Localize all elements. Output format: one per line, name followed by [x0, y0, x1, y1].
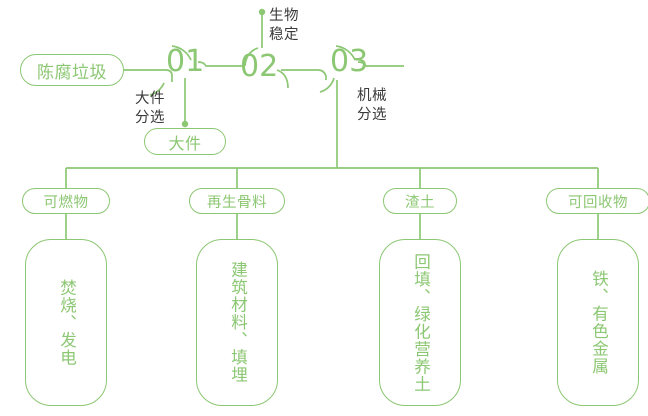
stage-number-02[interactable]: 02 — [240, 49, 279, 84]
stage-number-03[interactable]: 03 — [330, 44, 369, 79]
dot-bulky-branch — [181, 120, 189, 128]
arc-stage03-top — [335, 45, 356, 61]
output-usage-text-4: 铁、有色金属 — [589, 270, 608, 375]
stage-caption-03-line2: 分选 — [357, 107, 387, 123]
stage-caption-02-line2: 稳定 — [269, 27, 299, 43]
output-usage-box-2[interactable]: 建筑材料、填埋 — [196, 239, 278, 406]
output-category-pill-2[interactable]: 再生骨料 — [189, 188, 285, 214]
output-usage-text-2: 建筑材料、填埋 — [228, 261, 247, 384]
output-usage-text-3: 回填、绿化营养土 — [411, 252, 430, 393]
stage-caption-02: 生物 稳定 — [269, 7, 299, 45]
line-stage03-right — [357, 61, 404, 67]
output-category-pill-3[interactable]: 渣土 — [383, 188, 457, 214]
output-usage-box-1[interactable]: 焚烧、发电 — [25, 239, 107, 406]
output-category-pill-1[interactable]: 可燃物 — [22, 188, 110, 214]
line-source-to-stage01 — [124, 69, 173, 82]
line-stage01-to-stage02 — [197, 61, 245, 67]
source-node-pill[interactable]: 陈腐垃圾 — [20, 54, 124, 86]
stage-caption-03: 机械 分选 — [357, 87, 387, 125]
output-usage-text-1: 焚烧、发电 — [57, 278, 76, 367]
line-stage02-to-stage03 — [281, 69, 327, 80]
stage-caption-01: 大件 分选 — [135, 90, 165, 128]
arc-stage01-top — [171, 45, 192, 61]
stage-caption-01-line2: 分选 — [135, 110, 165, 126]
arc-stage03-bottom — [319, 77, 335, 93]
output-usage-box-3[interactable]: 回填、绿化营养土 — [379, 239, 461, 406]
output-usage-box-4[interactable]: 铁、有色金属 — [557, 239, 639, 406]
output-category-pill-4[interactable]: 可回收物 — [546, 188, 648, 214]
stage-caption-03-line1: 机械 — [357, 88, 387, 104]
arc-stage02-bottom — [276, 69, 289, 89]
stage-number-01[interactable]: 01 — [166, 44, 205, 79]
arc-stage01-bottom — [149, 82, 165, 96]
branch-node-bulky[interactable]: 大件 — [144, 128, 226, 155]
stage-caption-01-line1: 大件 — [135, 91, 165, 107]
arc-stage02-top — [244, 47, 259, 67]
stage-caption-02-line1: 生物 — [269, 8, 299, 24]
dot-biolabel — [258, 8, 266, 16]
